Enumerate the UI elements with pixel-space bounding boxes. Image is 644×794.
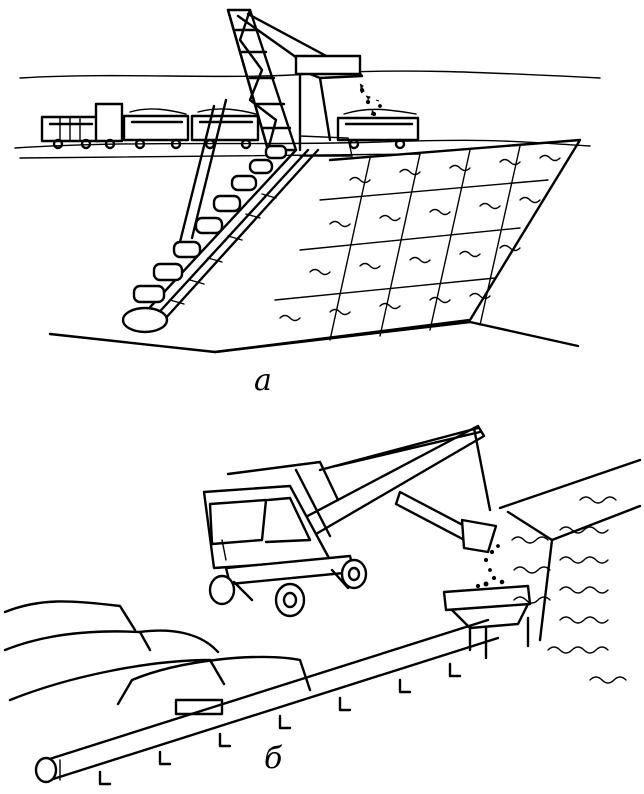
railway-train [40, 102, 420, 150]
caption-a: а [254, 363, 272, 398]
belt-conveyor [34, 618, 500, 786]
bucket-ladder [121, 98, 320, 334]
caption-b: б [264, 741, 283, 776]
receiving-hopper [442, 568, 532, 660]
panel-b-walking-excavator [3, 424, 642, 786]
quarry-face [498, 458, 642, 684]
spoil-heaps [3, 600, 312, 716]
excavator [202, 424, 500, 618]
excavator-tower [226, 8, 382, 157]
panel-a-dredge-excavator [14, 8, 601, 354]
excavation-face [48, 138, 582, 354]
